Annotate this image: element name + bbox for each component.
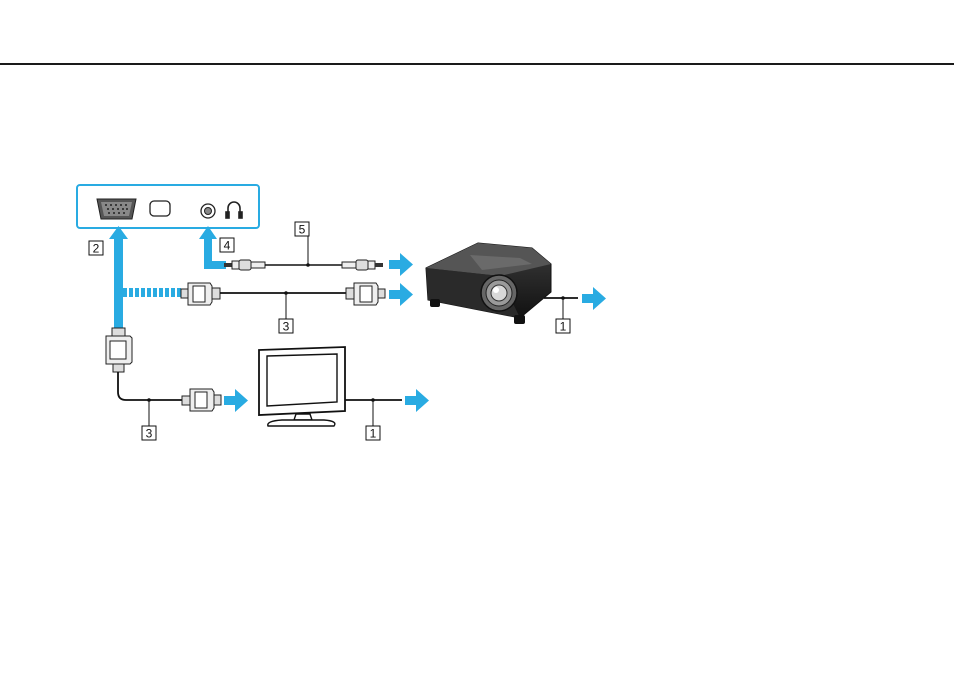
svg-text:1: 1 bbox=[560, 320, 567, 334]
vga-plug-icon bbox=[346, 283, 385, 305]
vga-plug-icon bbox=[182, 389, 221, 411]
flow-arrow-icon bbox=[582, 287, 606, 310]
svg-text:5: 5 bbox=[299, 223, 306, 237]
audio-jack-icon bbox=[201, 204, 215, 218]
hdmi-port-icon bbox=[150, 201, 170, 216]
audio-plug-icon bbox=[342, 260, 383, 270]
callout-vga-port: 2 bbox=[89, 241, 103, 256]
flow-arrow-icon bbox=[405, 389, 429, 412]
flow-arrow-icon bbox=[109, 226, 128, 328]
svg-text:2: 2 bbox=[93, 242, 100, 256]
vga-cable-projector bbox=[181, 283, 385, 319]
svg-text:3: 3 bbox=[283, 320, 290, 334]
callout-vga-cable-monitor: 3 bbox=[142, 426, 156, 441]
callout-power-monitor: 1 bbox=[366, 426, 380, 441]
callout-power-projector: 1 bbox=[556, 319, 570, 334]
vga-port-icon bbox=[97, 199, 136, 219]
callout-vga-cable-projector: 3 bbox=[279, 319, 293, 334]
monitor-icon bbox=[259, 347, 345, 426]
callout-audio-cable: 5 bbox=[295, 222, 309, 237]
svg-text:3: 3 bbox=[146, 427, 153, 441]
callout-audio-port: 4 bbox=[220, 238, 234, 253]
projector-icon bbox=[426, 243, 551, 324]
svg-text:1: 1 bbox=[370, 427, 377, 441]
svg-text:4: 4 bbox=[224, 239, 231, 253]
vga-dotted-link bbox=[123, 288, 181, 297]
audio-plug-icon bbox=[224, 260, 265, 270]
vga-cable-monitor bbox=[106, 328, 221, 426]
vga-plug-icon bbox=[181, 283, 220, 305]
audio-cable bbox=[224, 236, 383, 270]
flow-arrow-icon bbox=[389, 253, 413, 276]
flow-arrow-icon bbox=[224, 389, 248, 412]
flow-arrow-icon bbox=[389, 283, 413, 306]
vga-plug-icon bbox=[106, 328, 132, 372]
computer-port-panel bbox=[77, 185, 259, 228]
